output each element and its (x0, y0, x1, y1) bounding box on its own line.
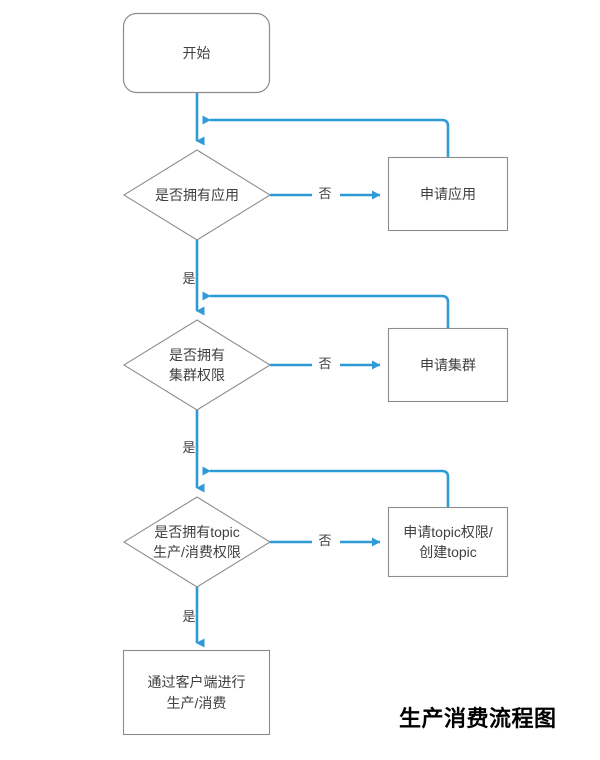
node-shape-start[interactable] (122, 12, 271, 94)
edge-label-no-2: 否 (318, 356, 332, 371)
edge-apply-app-loopback (202, 115, 450, 157)
edge-label-yes-1: 是 (182, 271, 196, 286)
node-shape-has-cluster[interactable] (122, 319, 272, 411)
edge-apply-topic-loopback (202, 466, 450, 507)
node-shape-apply-topic[interactable] (387, 506, 509, 578)
edge-label-no-1: 否 (318, 186, 332, 201)
node-shape-do-produce-consume[interactable] (122, 649, 271, 736)
edge-label-no-3: 否 (318, 533, 332, 548)
edge-apply-cluster-loopback (202, 291, 450, 328)
node-shape-apply-cluster[interactable] (387, 327, 509, 403)
edge-label-yes-3: 是 (182, 609, 196, 624)
node-shape-apply-app[interactable] (387, 156, 509, 232)
node-shape-has-app[interactable] (122, 149, 272, 241)
diagram-title: 生产消费流程图 (399, 706, 557, 731)
edge-label-yes-2: 是 (182, 440, 196, 455)
node-shape-has-topic[interactable] (122, 496, 272, 588)
